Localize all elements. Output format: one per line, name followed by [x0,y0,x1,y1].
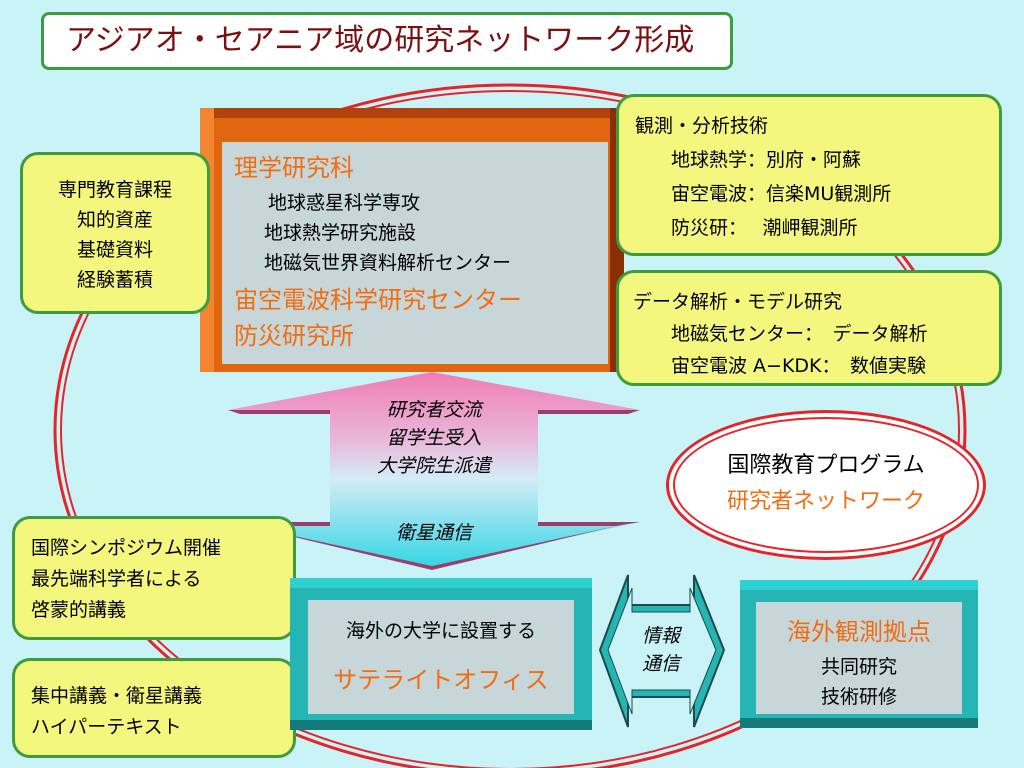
symposium-box: 国際シンポジウム開催 最先端科学者による 啓蒙的講義 [12,516,296,640]
faculty-item: 地球熱学研究施設 [264,222,417,244]
data-analysis-box: データ解析・モデル研究 地磁気センター： データ解析 宙空電波 A−KDK： 数… [616,270,1002,386]
faculty-heading: 理学研究科 [234,154,354,182]
page-title: アジアオ・セアニア域の研究ネットワーク形成 [41,12,733,70]
oval-line1: 国際教育プログラム [727,453,925,478]
info-arrow-text: 情報 通信 [628,622,694,678]
satellite-office-line1: 海外の大学に設置する [345,620,536,642]
lecture-box: 集中講義・衛星講義 ハイパーテキスト [12,658,296,758]
observation-box: 観測・分析技術 地球熱学：別府・阿蘇 宙空電波：信楽MU観測所 防災研： 潮岬観… [616,94,1002,256]
info-line: 通信 [641,653,680,675]
observation-row: 防災研： 潮岬観測所 [671,217,858,239]
exchange-line: 大学院生派遣 [376,455,491,477]
overseas-heading: 海外観測拠点 [787,618,931,646]
overseas-row: 共同研究 [820,656,897,678]
faculty-item: 地磁気世界資料解析センター [264,252,512,274]
observation-row: 地球熱学：別府・阿蘇 [671,149,862,171]
lecture-line: ハイパーテキスト [31,716,182,738]
education-line: 専門教育課程 [57,179,172,201]
network-ring [53,83,967,768]
satellite-comm-label: 衛星通信 [395,522,472,544]
data-analysis-heading: データ解析・モデル研究 [633,291,843,313]
lecture-line: 集中講義・衛星講義 [31,685,203,707]
exchange-line: 留学生受入 [386,427,482,449]
page-title-text: アジアオ・セアニア域の研究ネットワーク形成 [66,23,695,58]
faculty-orange-item: 宙空電波科学研究センター [234,286,522,314]
education-line: 知的資産 [76,209,153,231]
info-line: 情報 [641,625,680,647]
symposium-line: 最先端科学者による [31,568,202,590]
observation-row: 宙空電波：信楽MU観測所 [671,183,892,205]
observation-heading: 観測・分析技術 [635,115,769,137]
data-analysis-row: 宙空電波 A−KDK： 数値実験 [671,355,927,377]
satellite-office-line2: サテライトオフィス [333,666,549,694]
data-analysis-row: 地磁気センター： データ解析 [671,323,928,345]
science-faculty-box: 理学研究科 地球惑星科学専攻 地球熱学研究施設 地磁気世界資料解析センター 宙空… [200,108,624,372]
education-line: 経験蓄積 [76,269,153,291]
exchange-arrow [228,372,640,566]
symposium-line: 啓蒙的講義 [31,599,127,621]
overseas-base-box: 海外観測拠点 共同研究 技術研修 [740,580,978,728]
education-line: 基礎資料 [76,239,153,261]
satellite-office-box: 海外の大学に設置する サテライトオフィス [290,578,592,730]
exchange-line: 研究者交流 [386,399,482,421]
international-program-oval: 国際教育プログラム 研究者ネットワーク [666,410,986,560]
oval-line2: 研究者ネットワーク [726,489,925,514]
exchange-arrow-text: 研究者交流 留学生受入 大学院生派遣 [334,396,534,480]
faculty-orange-item: 防災研究所 [234,322,354,350]
symposium-line: 国際シンポジウム開催 [31,537,222,559]
faculty-item: 地球惑星科学専攻 [268,192,421,214]
overseas-row: 技術研修 [820,686,897,708]
education-assets-box: 専門教育課程 知的資産 基礎資料 経験蓄積 [20,152,210,314]
